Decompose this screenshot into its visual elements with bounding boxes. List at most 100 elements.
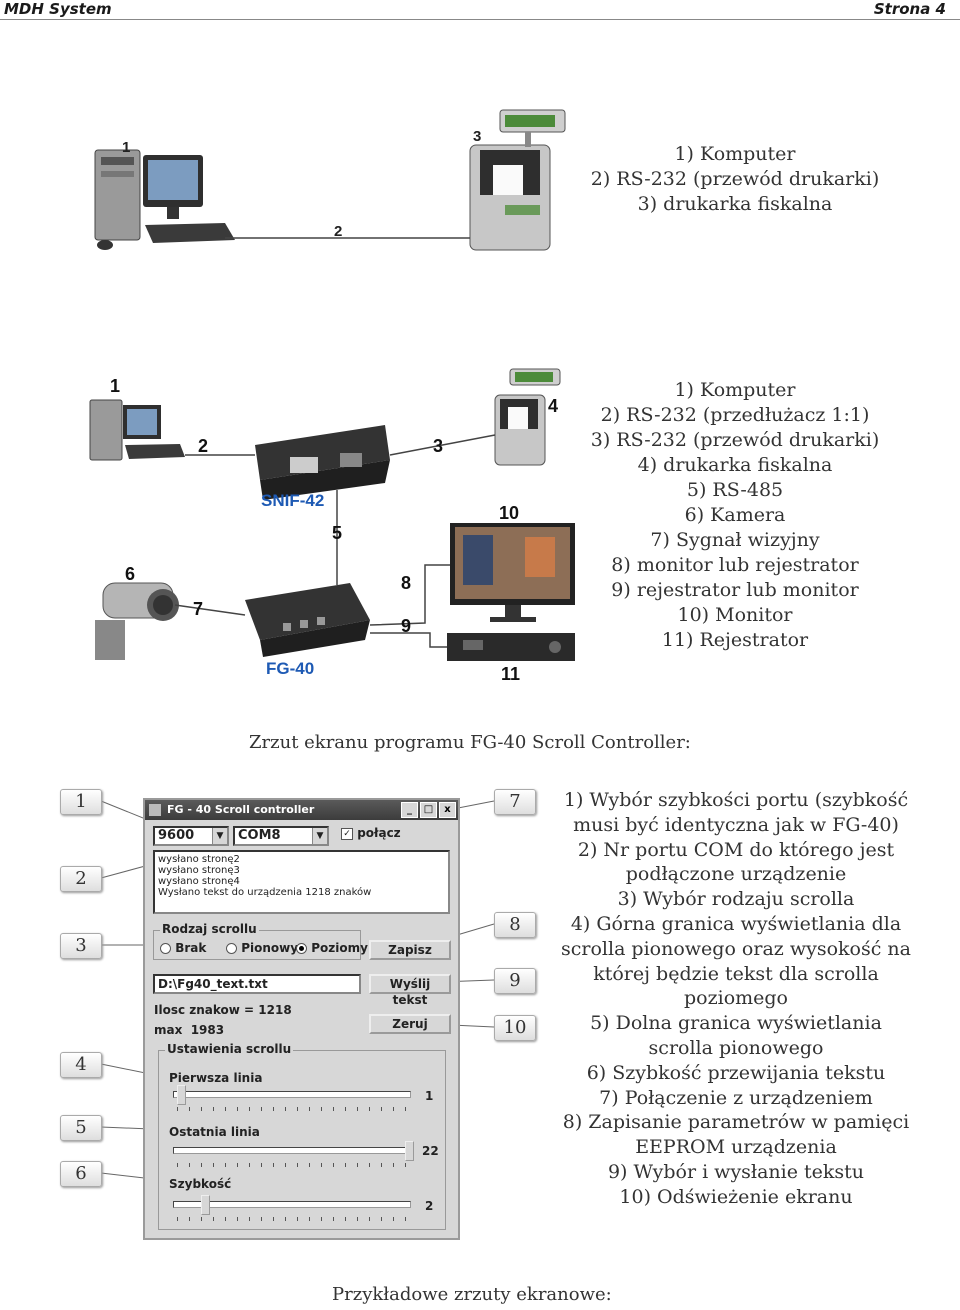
send-text-button[interactable]: Wyślij tekst: [369, 974, 451, 1007]
callout-7: 7: [494, 789, 536, 815]
minimize-button[interactable]: _: [401, 802, 418, 818]
legend-item: 9) rejestrator lub monitor: [611, 579, 859, 601]
legend-item: 3) RS-232 (przewód drukarki): [590, 429, 880, 451]
legend-item: 4) drukarka fiskalna: [637, 454, 833, 476]
window-titlebar[interactable]: FG - 40 Scroll controller _ □ x: [145, 800, 458, 820]
callout-1: 1: [60, 789, 102, 815]
max-count: max 1983: [154, 1023, 225, 1037]
legend-item: 1) Komputer: [674, 379, 796, 401]
scroll-settings-title: Ustawienia scrollu: [165, 1042, 294, 1056]
save-button[interactable]: Zapisz: [369, 940, 451, 960]
reset-button[interactable]: Zeruj: [369, 1014, 451, 1034]
legend-line: 2) Nr portu COM do którego jest: [577, 838, 895, 861]
first-line-slider-thumb[interactable]: [177, 1085, 186, 1105]
legend-line: EEPROM urządzenia: [635, 1136, 837, 1159]
first-line-slider-track[interactable]: [173, 1091, 411, 1098]
callout-9: 9: [494, 968, 536, 994]
callout-10: 10: [494, 1015, 536, 1041]
footer-caption: Przykładowe zrzuty ekranowe:: [332, 1284, 612, 1305]
legend-line: podłączone urządzenie: [625, 863, 847, 886]
first-line-ticks: [177, 1107, 413, 1111]
legend-line: scrolla pionowego oraz wysokość na: [561, 937, 911, 960]
speed-slider-thumb[interactable]: [201, 1195, 210, 1215]
speed-label: Szybkość: [169, 1177, 232, 1191]
log-line: wysłano stronę2: [158, 854, 240, 865]
legend-line: scrolla pionowego: [648, 1036, 824, 1059]
log-memo[interactable]: wysłano stronę2 wysłano stronę3 wysłano …: [153, 850, 450, 914]
legend-line: 7) Połączenie z urządzeniem: [599, 1086, 873, 1109]
radio-icon: [226, 943, 237, 954]
checkmark-icon: ✓: [341, 827, 353, 840]
legend-item: 6) Kamera: [684, 504, 786, 526]
first-line-value: 1: [425, 1089, 434, 1103]
com-port-value: COM8: [238, 828, 281, 843]
legend-item: 7) Sygnał wizyjny: [650, 529, 820, 551]
speed-ticks: [177, 1217, 413, 1221]
chevron-down-icon: ▼: [212, 828, 227, 844]
radio-icon: [160, 943, 171, 954]
radio-label: Poziomy: [311, 941, 368, 955]
scroll-controller-window: FG - 40 Scroll controller _ □ x 9600 ▼ C…: [143, 798, 460, 1240]
last-line-slider-track[interactable]: [173, 1147, 411, 1154]
page-header: MDH System Strona 4: [0, 0, 960, 20]
diagram-monitoring-system: [89, 368, 575, 661]
scroll-type-group: Rodzaj scrollu Brak Pionowy Poziomy: [153, 922, 368, 960]
close-button[interactable]: x: [439, 802, 456, 818]
scroll-settings-group: Ustawienia scrollu Pierwsza linia 1 Osta…: [158, 1042, 446, 1230]
callout-6: 6: [60, 1161, 102, 1187]
legend-line: 3) Wybór rodzaju scrolla: [617, 888, 855, 911]
baud-rate-select[interactable]: 9600 ▼: [153, 826, 229, 846]
last-line-label: Ostatnia linia: [169, 1125, 260, 1139]
callout-5: 5: [60, 1115, 102, 1141]
chevron-down-icon: ▼: [312, 828, 327, 844]
radio-pionowy[interactable]: Pionowy: [226, 941, 298, 955]
radio-brak[interactable]: Brak: [160, 941, 206, 955]
screenshot-caption: Zrzut ekranu programu FG-40 Scroll Contr…: [249, 732, 691, 753]
legend-item: 11) Rejestrator: [661, 629, 809, 651]
first-line-label: Pierwsza linia: [169, 1071, 263, 1085]
last-line-ticks: [177, 1163, 413, 1167]
radio-label: Pionowy: [241, 941, 299, 955]
diagram2-legend: 1) Komputer 2) RS-232 (przedłużacz 1:1) …: [580, 378, 890, 653]
legend-line: której będzie tekst dla scrolla: [593, 962, 879, 985]
log-line: wysłano stronę4: [158, 876, 240, 887]
legend-line: musi być identyczna jak w FG-40): [573, 813, 899, 836]
last-line-slider-thumb[interactable]: [405, 1141, 414, 1161]
controls-legend: 1) Wybór szybkości portu (szybkość musi …: [556, 788, 916, 1210]
radio-label: Brak: [175, 941, 207, 955]
legend-line: poziomego: [684, 987, 788, 1010]
speed-slider-track[interactable]: [173, 1201, 411, 1208]
radio-poziomy[interactable]: Poziomy: [296, 941, 368, 955]
legend-item: 2) RS-232 (przewód drukarki): [590, 168, 880, 190]
app-icon: [149, 804, 161, 816]
last-line-value: 22: [422, 1144, 439, 1158]
baud-rate-value: 9600: [158, 828, 195, 843]
diagram1-legend: 1) Komputer 2) RS-232 (przewód drukarki)…: [580, 142, 890, 217]
legend-line: 6) Szybkość przewijania tekstu: [586, 1061, 886, 1084]
speed-value: 2: [425, 1199, 434, 1213]
connect-checkbox[interactable]: ✓ połącz: [341, 826, 401, 840]
com-port-select[interactable]: COM8 ▼: [233, 826, 329, 846]
legend-item: 3) drukarka fiskalna: [637, 193, 833, 215]
radio-selected-icon: [296, 943, 307, 954]
legend-item: 1) Komputer: [674, 143, 796, 165]
scroll-type-group-title: Rodzaj scrollu: [160, 922, 259, 936]
legend-item: 8) monitor lub rejestrator: [611, 554, 859, 576]
log-line: Wysłano tekst do urządzenia 1218 znaków: [158, 887, 372, 898]
legend-line: 4) Górna granica wyświetlania dla: [570, 912, 902, 935]
callout-3: 3: [60, 933, 102, 959]
legend-line: 8) Zapisanie parametrów w pamięci: [562, 1111, 910, 1134]
legend-line: 9) Wybór i wysłanie tekstu: [607, 1160, 865, 1183]
diagram-pc-printer: [94, 109, 566, 251]
callout-2: 2: [60, 866, 102, 892]
legend-item: 10) Monitor: [677, 604, 793, 626]
legend-item: 2) RS-232 (przedłużacz 1:1): [600, 404, 870, 426]
legend-line: 5) Dolna granica wyświetlania: [590, 1012, 882, 1035]
maximize-button[interactable]: □: [420, 802, 437, 818]
header-title: MDH System: [4, 0, 112, 18]
window-title: FG - 40 Scroll controller: [167, 803, 315, 816]
legend-item: 5) RS-485: [686, 479, 784, 501]
log-line: wysłano stronę3: [158, 865, 240, 876]
page-number: Strona 4: [873, 0, 946, 18]
file-path-input[interactable]: D:\Fg40_text.txt: [153, 974, 361, 994]
